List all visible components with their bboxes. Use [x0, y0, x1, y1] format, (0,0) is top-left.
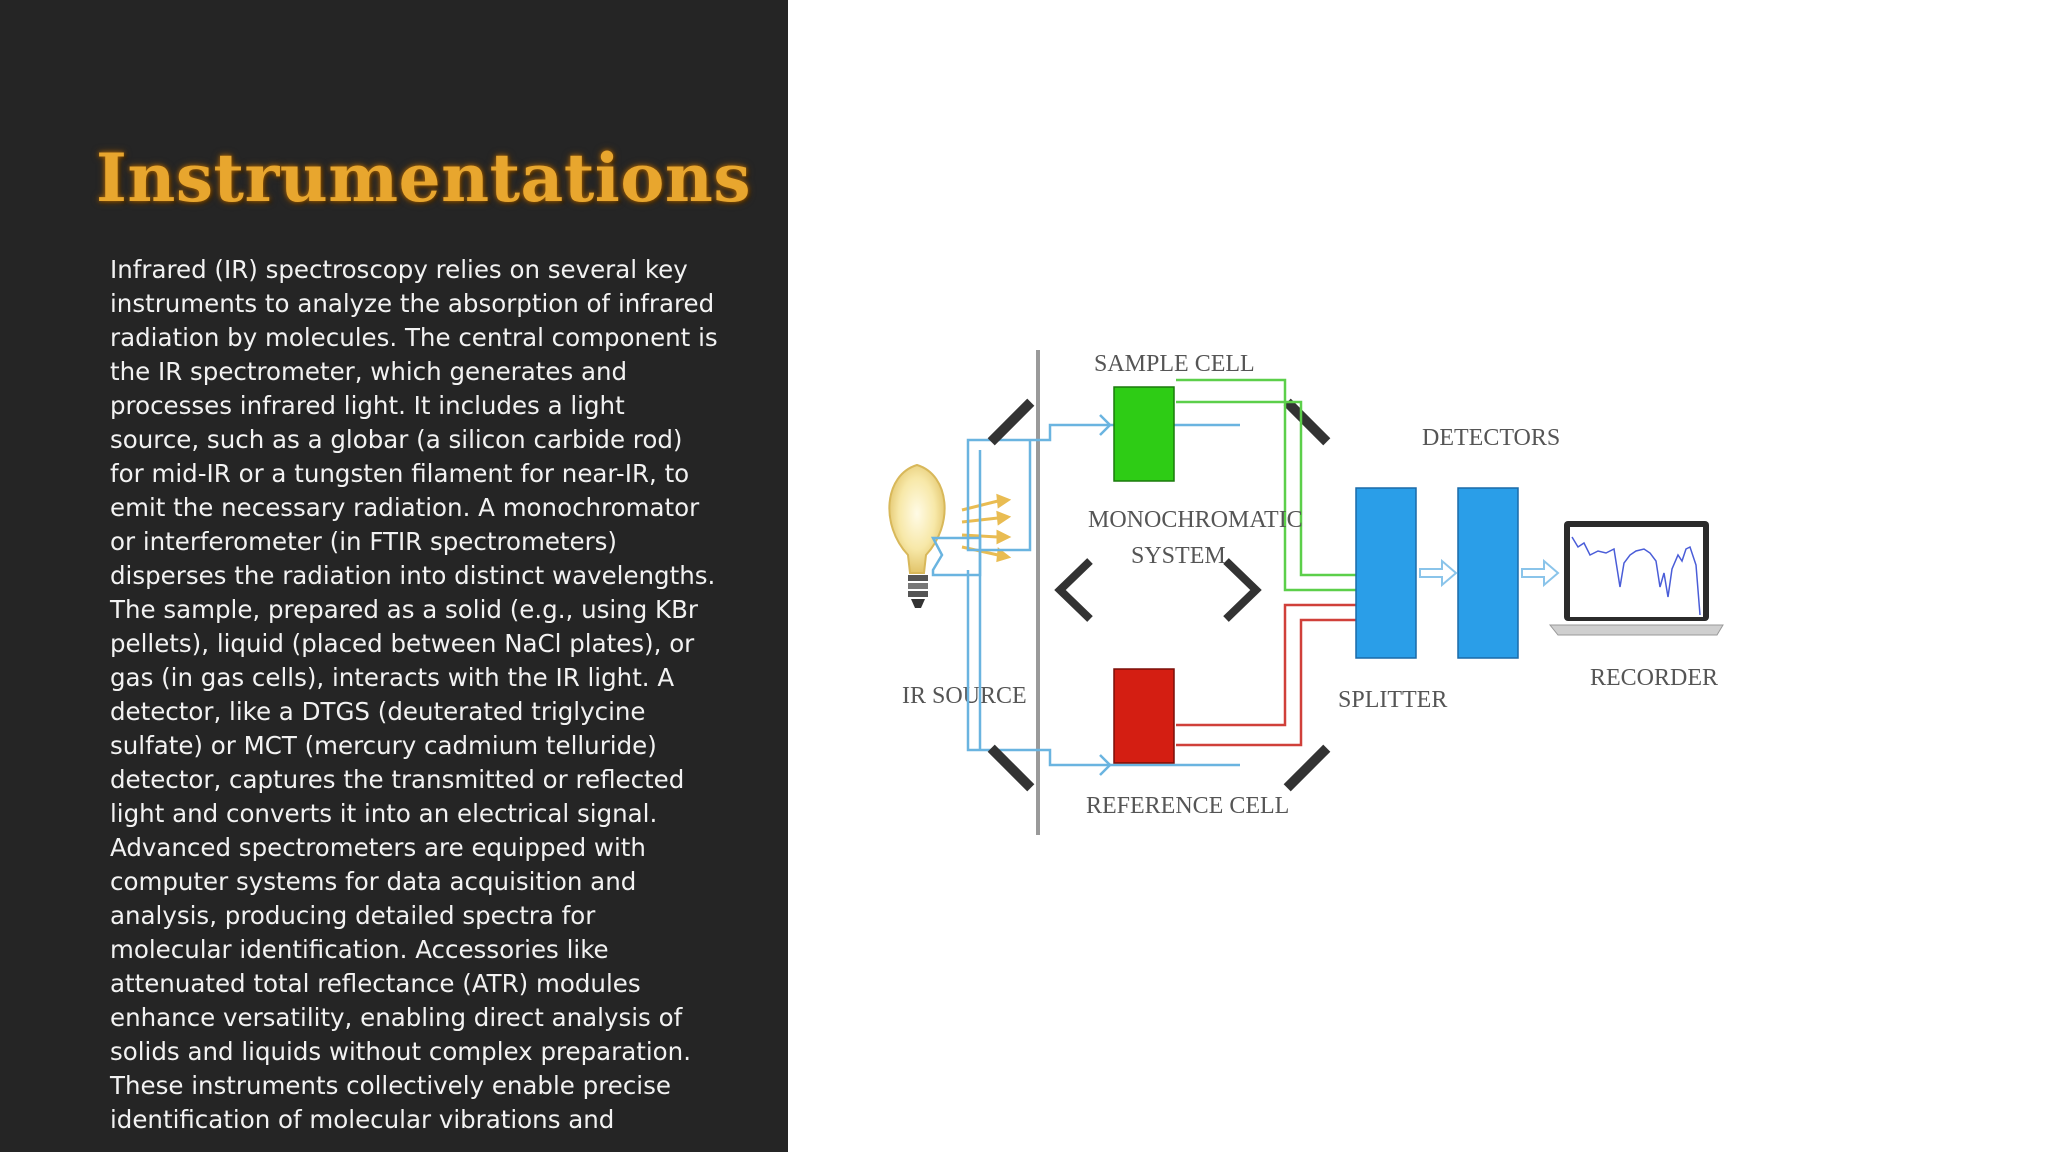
arrow-to-detector-icon	[1419, 558, 1458, 588]
mirror-top-left	[987, 398, 1035, 446]
left-text-panel: Instrumentations Infrared (IR) spectrosc…	[0, 0, 788, 1152]
green-beam-paths	[1176, 378, 1356, 592]
ir-spectrometer-diagram: IR SOURCE SAMPLE CELL REFERENCE CELL MON…	[888, 350, 1724, 835]
sample-cell-label: SAMPLE CELL	[1094, 351, 1255, 377]
mirror-bottom-right	[1283, 744, 1331, 792]
sample-cell	[1113, 386, 1175, 482]
splitter	[1355, 487, 1417, 659]
chevron-right-icon	[1223, 558, 1262, 622]
chevron-left-icon	[1054, 558, 1093, 622]
ir-source-label: IR SOURCE	[902, 683, 1027, 709]
blue-beam-paths	[930, 414, 1240, 776]
reference-cell	[1113, 668, 1175, 764]
monochromatic-label-line2: SYSTEM	[1131, 543, 1226, 569]
red-beam-paths	[1176, 603, 1356, 747]
laptop-recorder-icon	[1548, 521, 1724, 636]
mirror-bottom-left	[987, 744, 1035, 792]
monochromatic-label-line1: MONOCHROMATIC	[1088, 507, 1303, 533]
body-paragraph: Infrared (IR) spectroscopy relies on sev…	[110, 255, 718, 1134]
detectors-label: DETECTORS	[1422, 425, 1560, 451]
reference-cell-label: REFERENCE CELL	[1086, 793, 1289, 819]
splitter-label: SPLITTER	[1338, 687, 1447, 713]
recorder-label: RECORDER	[1590, 665, 1718, 691]
slide-title: Instrumentations	[96, 139, 752, 217]
detector	[1457, 487, 1519, 659]
arrow-to-recorder-icon	[1521, 558, 1560, 588]
light-bulb-icon	[888, 463, 946, 608]
mirror-top-right	[1283, 398, 1331, 446]
